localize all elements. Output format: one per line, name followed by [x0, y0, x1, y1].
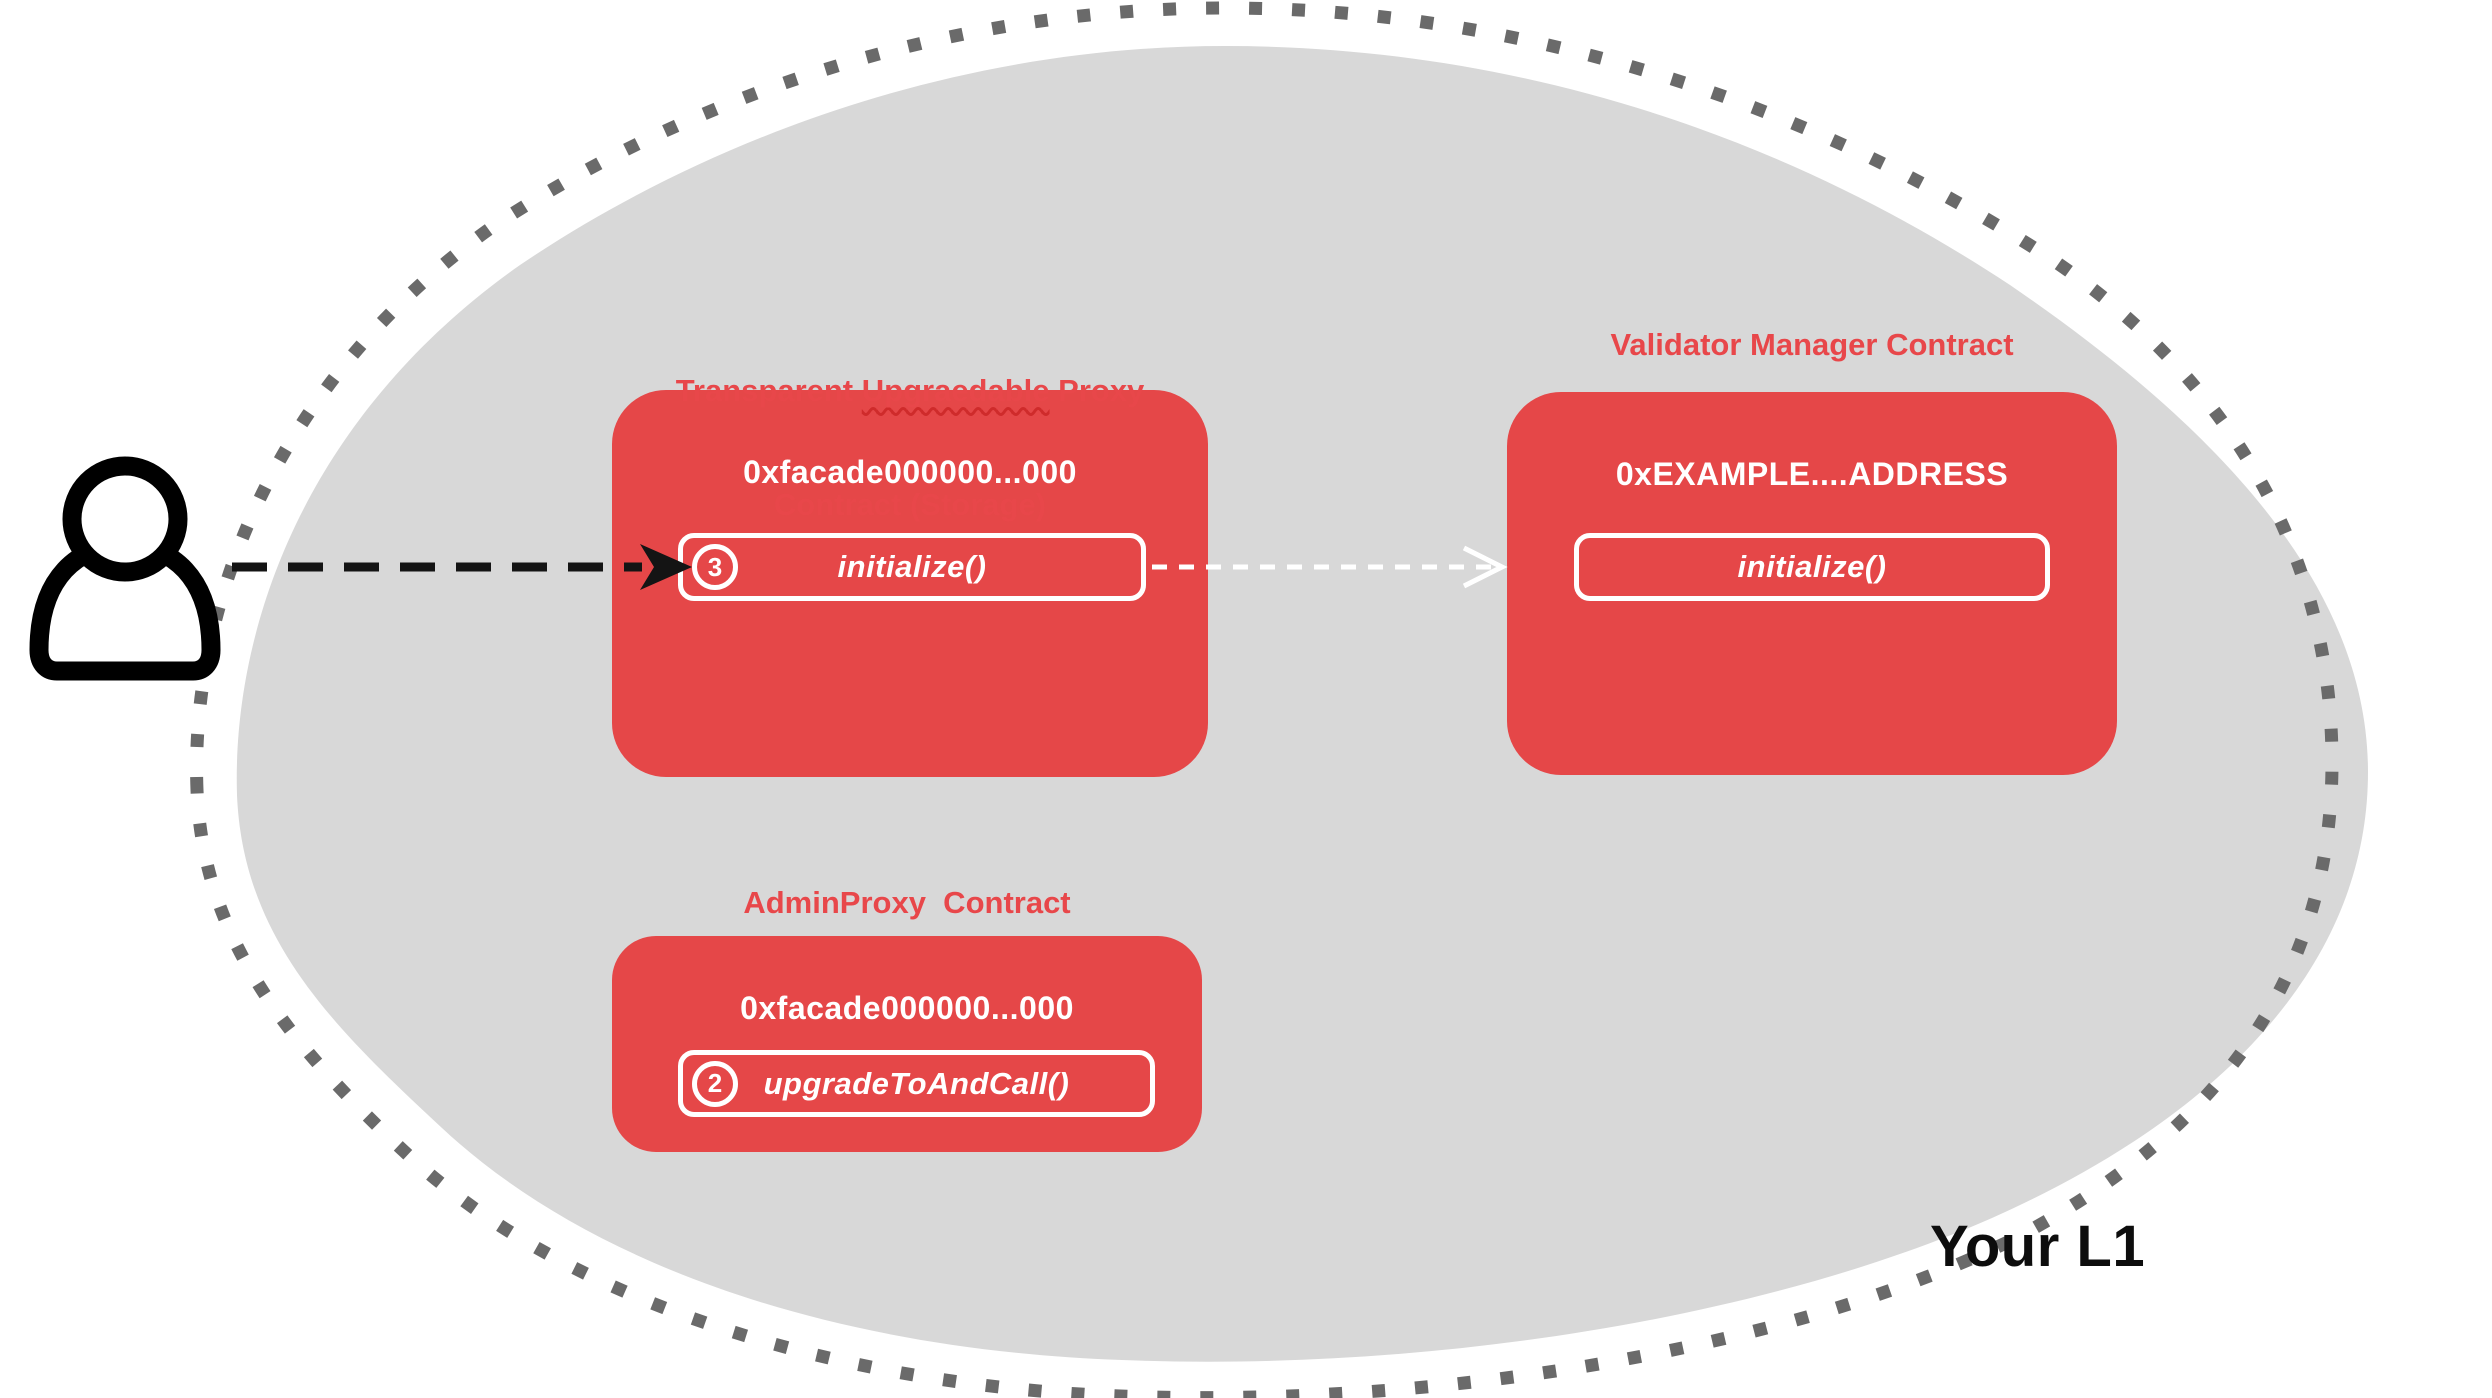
validator-initialize-label: initialize() — [1737, 549, 1887, 584]
proxy-title-line2: Contract (Storage) — [773, 487, 1047, 522]
validator-manager-address: 0xEXAMPLE....ADDRESS — [1615, 456, 2009, 492]
proxy-contract-box: 0xfacade000000...000 3 initialize() — [612, 390, 1208, 777]
proxy-title-line1: Transparent Upgraedable Proxy — [612, 372, 1208, 410]
region-label: Your L1 — [1930, 1214, 2146, 1279]
proxy-contract-title: Transparent Upgraedable Proxy Contract (… — [612, 296, 1208, 600]
validator-manager-box: 0xEXAMPLE....ADDRESS initialize() — [1507, 392, 2117, 775]
misspelled-word: Upgraedable — [861, 373, 1050, 408]
proxy-initialize-method: 3 initialize() — [678, 533, 1146, 601]
admin-proxy-address: 0xfacade000000...000 — [740, 990, 1074, 1026]
validator-initialize-method: initialize() — [1574, 533, 2050, 601]
proxy-initialize-label: initialize() — [837, 549, 987, 584]
upgrade-to-and-call-label: upgradeToAndCall() — [763, 1065, 1070, 1101]
blob-dotted-outline — [190, 1, 2339, 1398]
upgrade-to-and-call-method: 2 upgradeToAndCall() — [678, 1050, 1155, 1117]
proxy-title-post: Proxy — [1049, 373, 1145, 408]
proxy-title-pre: Transparent — [675, 373, 862, 408]
proxy-contract-address: 0xfacade000000...000 — [743, 454, 1077, 490]
admin-proxy-box: 0xfacade000000...000 2 upgradeToAndCall(… — [612, 936, 1202, 1152]
step-3-badge: 3 — [692, 544, 738, 590]
admin-proxy-title: AdminProxy Contract — [743, 885, 1071, 920]
step-2-badge: 2 — [692, 1060, 738, 1107]
validator-manager-title: Validator Manager Contract — [1610, 327, 2014, 362]
